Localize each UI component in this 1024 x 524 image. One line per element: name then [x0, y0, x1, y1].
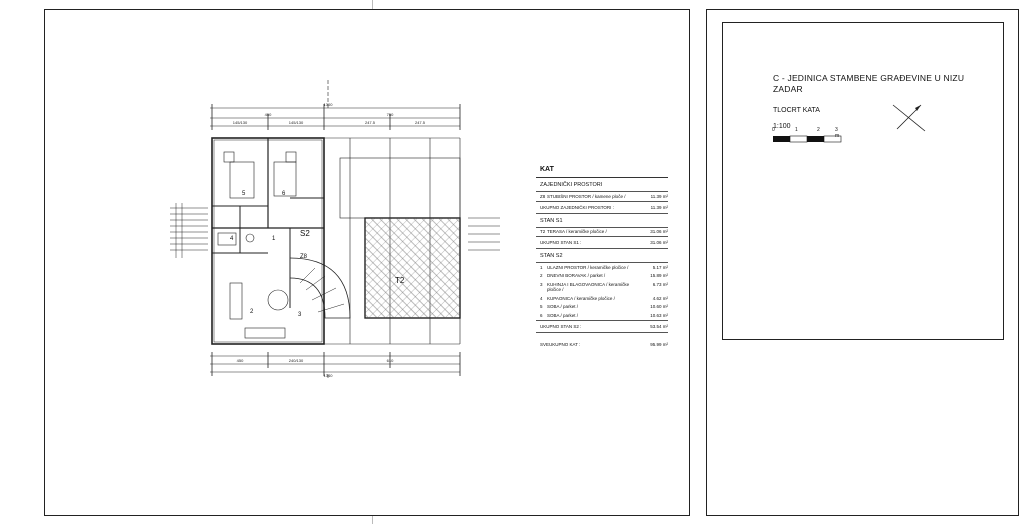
dim-bottom-right: 610	[387, 358, 394, 363]
room-label-2: 2	[250, 309, 254, 315]
grand-total-label: SVEUKUPNO KAT :	[540, 341, 581, 347]
title-block: C - JEDINICA STAMBENE GRAĐEVINE U NIZU Z…	[722, 22, 1004, 340]
row-number: 6	[540, 312, 543, 318]
dim-top-right: 750	[387, 112, 394, 117]
schedule-row: 6 SOBA / parket / 10.63 m²	[536, 311, 668, 320]
drawing-scale: 1:100	[773, 123, 791, 130]
total-label: UKUPNO STAN S1 :	[540, 240, 582, 245]
schedule-row: 5 SOBA / parket / 10.60 m²	[536, 303, 668, 312]
total-value: 53.54 m²	[650, 323, 668, 329]
total-label: UKUPNO ZAJEDNIČKI PROSTORI :	[540, 204, 614, 210]
dim-top-left: 450	[265, 112, 272, 117]
row-value: 5.17 m²	[652, 264, 668, 270]
room-label-z8: Z8	[300, 254, 308, 260]
scale-bar: 0 1 2 3 m	[772, 127, 843, 156]
dim-bottom-window: 240/130	[289, 358, 304, 363]
row-label: ULAZNI PROSTOR / keramičke pločice /	[547, 264, 629, 270]
schedule-row: T2 TERASA / keramičke pločice / 31.06 m²	[536, 228, 668, 237]
row-label: TERASA / keramičke pločice /	[547, 229, 607, 234]
room-label-4: 4	[230, 236, 234, 242]
total-value: 31.06 m²	[650, 240, 668, 245]
row-label: SOBA / parket /	[547, 304, 579, 309]
dim-terrace-2: 247.5	[415, 120, 426, 125]
floor-plan: S2 T2 Z8 1 2 3 4 5 6 1300 450 750 145/13…	[170, 80, 500, 378]
room-label-3: 3	[298, 312, 302, 318]
dim-bottom-left: 450	[237, 358, 244, 363]
row-number: 5	[540, 304, 543, 309]
dim-terrace-1: 247.5	[365, 120, 376, 125]
dim-total-bottom: 1340	[324, 373, 334, 378]
schedule-row: Z8 STUBIŠNI PROSTOR / kamene ploče / 11.…	[536, 192, 668, 201]
project-title: C - JEDINICA STAMBENE GRAĐEVINE U NIZU Z…	[773, 73, 965, 94]
total-label: UKUPNO STAN S2 :	[540, 323, 582, 329]
section-total: UKUPNO STAN S2 : 53.54 m²	[536, 319, 668, 333]
section-title: STAN S1	[536, 214, 668, 228]
row-number: Z8	[540, 193, 546, 199]
schedule-row: 2 DNEVNI BORAVAK / parket / 15.89 m²	[536, 272, 668, 281]
crop-mark-top	[372, 0, 373, 9]
row-label: DNEVNI BORAVAK / parket /	[547, 273, 606, 278]
row-number: 1	[540, 264, 543, 270]
row-label: KUHINJA I BLAGOVAONICA / keramičke ploči…	[547, 281, 630, 293]
room-label-5: 5	[242, 191, 246, 197]
row-number: 3	[540, 281, 543, 287]
schedule-heading: KAT	[536, 164, 668, 178]
terrace-hatch	[365, 218, 460, 318]
crop-mark-bottom	[372, 516, 373, 524]
row-value: 15.89 m²	[650, 273, 668, 278]
drawing-subtitle: TLOCRT KATA	[773, 107, 820, 114]
dim-total-top: 1300	[324, 102, 334, 107]
row-value: 4.62 m²	[652, 295, 668, 301]
schedule-section-s1: STAN S1 T2 TERASA / keramičke pločice / …	[536, 214, 668, 249]
dim-window-1: 145/130	[233, 120, 248, 125]
schedule-row: 1 ULAZNI PROSTOR / keramičke pločice / 5…	[536, 263, 668, 272]
schedule-section-common: ZAJEDNIČKI PROSTORI Z8 STUBIŠNI PROSTOR …	[536, 178, 668, 214]
dim-window-2: 145/130	[289, 120, 304, 125]
title-sheet	[706, 9, 1019, 516]
scalebar-label: 0	[772, 127, 775, 133]
schedule-row: 4 KUPAONICA / keramičke pločice / 4.62 m…	[536, 294, 668, 303]
row-value: 10.60 m²	[650, 304, 668, 309]
room-label-t2: T2	[395, 276, 405, 285]
scalebar-label: 2	[817, 127, 820, 133]
row-value: 6.73 m²	[652, 281, 668, 287]
area-schedule: KAT ZAJEDNIČKI PROSTORI Z8 STUBIŠNI PROS…	[536, 164, 668, 350]
schedule-row: 3 KUHINJA I BLAGOVAONICA / keramičke plo…	[536, 280, 668, 294]
row-value: 31.06 m²	[650, 229, 668, 234]
row-label: KUPAONICA / keramičke pločice /	[547, 295, 615, 301]
room-label-6: 6	[282, 191, 286, 197]
section-title: STAN S2	[536, 249, 668, 263]
row-label: STUBIŠNI PROSTOR / kamene ploče /	[547, 193, 626, 199]
row-number: 2	[540, 273, 543, 278]
row-number: 4	[540, 295, 543, 301]
scalebar-label: 3 m	[835, 127, 840, 139]
total-value: 11.39 m²	[650, 204, 668, 210]
section-title: ZAJEDNIČKI PROSTORI	[536, 178, 668, 192]
scalebar-label: 1	[795, 127, 798, 133]
room-label-s2: S2	[300, 229, 310, 238]
grand-total-value: 95.99 m²	[650, 341, 668, 347]
row-value: 11.39 m²	[650, 193, 668, 199]
grand-total: SVEUKUPNO KAT : 95.99 m²	[536, 339, 668, 350]
section-total: UKUPNO ZAJEDNIČKI PROSTORI : 11.39 m²	[536, 200, 668, 214]
room-label-1: 1	[272, 236, 276, 242]
section-total: UKUPNO STAN S1 : 31.06 m²	[536, 236, 668, 249]
row-value: 10.63 m²	[650, 312, 668, 318]
north-arrow-icon	[892, 104, 926, 132]
row-number: T2	[540, 229, 546, 234]
schedule-section-s2: STAN S2 1 ULAZNI PROSTOR / keramičke plo…	[536, 249, 668, 333]
row-label: SOBA / parket /	[547, 312, 579, 318]
